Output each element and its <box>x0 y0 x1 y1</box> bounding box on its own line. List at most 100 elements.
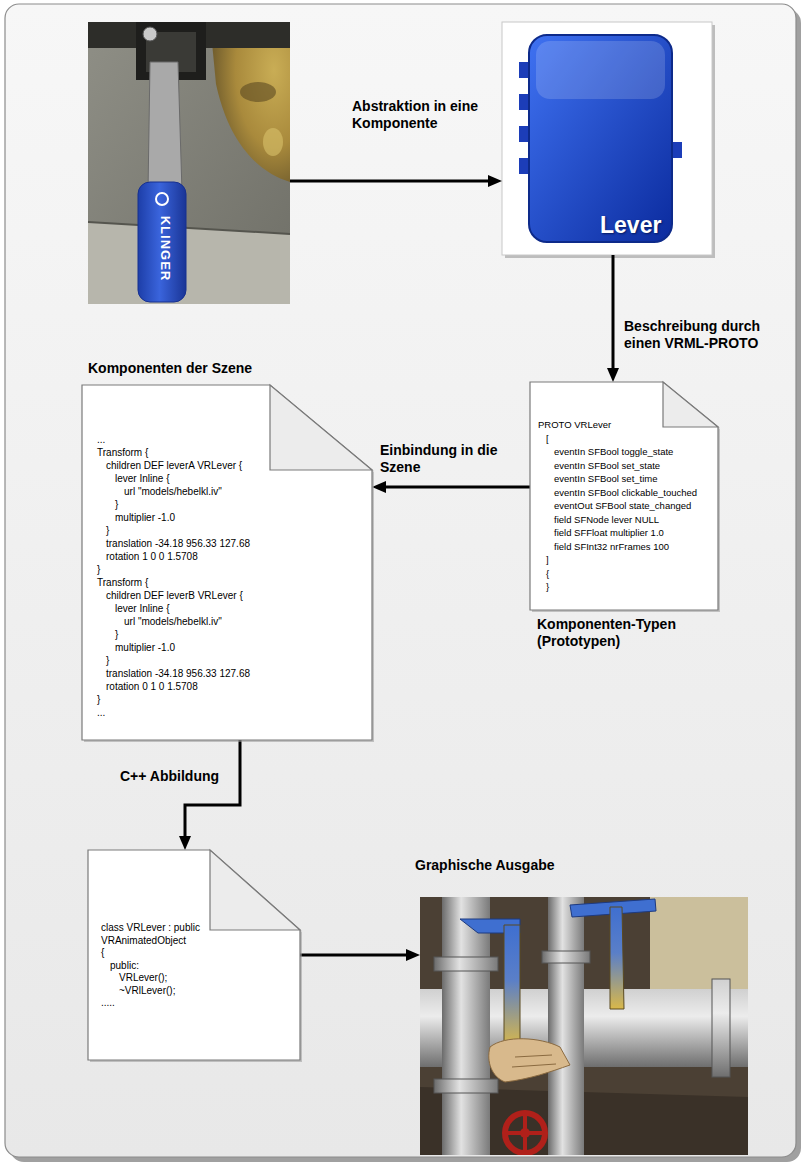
code-line: eventIn SFBool set_time <box>554 472 658 486</box>
label-holder: Abstraktion in eine Komponente <box>352 98 507 132</box>
component-box: Lever <box>502 22 712 255</box>
card <box>502 22 712 255</box>
pipe-vertical <box>548 897 584 1155</box>
pipe-flange <box>542 951 590 963</box>
code-line: rotation 1 0 0 1.5708 <box>106 550 198 563</box>
code-line: [ <box>546 432 549 446</box>
document-outline <box>88 850 300 1060</box>
edge-label: Abstraktion in eine Komponente <box>352 98 507 132</box>
hand-fingers <box>512 1055 556 1067</box>
code-line: rotation 0 1 0 1.5708 <box>106 680 198 693</box>
code-line: field SFNode lever NULL <box>554 513 659 527</box>
code-line: url "models/hebelkl.iv" <box>124 485 222 498</box>
component-name: Lever <box>600 212 661 238</box>
document-fold <box>210 850 300 930</box>
code-line: children DEF leverA VRLever { <box>106 459 242 472</box>
code-line: lever Inline { <box>115 472 169 485</box>
code-line: multiplier -1.0 <box>115 641 175 654</box>
flow-arrow <box>380 486 530 489</box>
code-line: eventOut SFBool state_changed <box>554 499 691 513</box>
lever-bar <box>504 925 520 1047</box>
code-line: ] <box>546 553 549 567</box>
photo-plate <box>88 222 290 304</box>
flow-arrow <box>185 740 240 842</box>
code-line: eventIn SFBool toggle_state <box>554 445 673 459</box>
render-illustration <box>420 897 748 1155</box>
document-page <box>88 850 300 1060</box>
valve-wheel <box>505 1113 545 1153</box>
code-line: PROTO VRLever <box>538 418 611 432</box>
pipe-flange <box>712 979 730 1077</box>
photo-lever-bar <box>148 62 182 192</box>
code-line: } <box>546 580 549 594</box>
code-line: { <box>101 947 104 960</box>
pipe-vertical <box>442 897 490 1155</box>
code-line: ... <box>97 433 105 446</box>
render-frame: Graphische Ausgabe <box>420 897 748 1155</box>
document-box: PROTO VRLever[ eventIn SFBool toggle_stat… <box>530 382 718 610</box>
code-line: ~VRlLever(); <box>119 985 175 998</box>
valve-spokes <box>505 1113 545 1153</box>
document-fold <box>270 385 372 470</box>
code-line: Transform { <box>97 446 148 459</box>
section-heading: Komponenten-Typen (Prototypen) <box>537 616 697 650</box>
photo-frame: KLINGER <box>88 22 290 304</box>
flow-arrow <box>300 954 412 957</box>
photo-logo <box>156 193 168 205</box>
edge-label: Beschreibung durch einen VRML-PROTO <box>624 318 789 352</box>
document-page <box>82 385 372 740</box>
photo-lever-handle <box>138 182 186 302</box>
valve-hub <box>520 1128 530 1138</box>
code-line: VRLever(); <box>119 972 167 985</box>
code-line: ..... <box>101 997 115 1010</box>
photo-seam <box>88 222 290 234</box>
virtual-hand <box>489 1039 570 1082</box>
document-page <box>530 382 718 610</box>
code-line: lever Inline { <box>115 602 169 615</box>
code-line: ... <box>97 706 105 719</box>
code-line: } <box>97 693 100 706</box>
code-line: translation -34.18 956.33 127.68 <box>106 667 250 680</box>
render-wall <box>650 897 748 992</box>
code-line: { <box>546 567 549 581</box>
code-line: class VRLever : public VRAnimatedObject <box>101 922 241 947</box>
label-holder: Einbindung in die Szene <box>380 442 520 476</box>
code-line: translation -34.18 956.33 127.68 <box>106 537 250 550</box>
component-highlight <box>536 41 665 99</box>
brand-label: KLINGER <box>157 216 172 282</box>
section-heading: Komponenten der Szene <box>88 360 252 377</box>
photo-rust-spot <box>240 82 276 102</box>
code-line: } <box>115 498 118 511</box>
flow-arrow <box>290 180 494 183</box>
code-line: } <box>115 628 118 641</box>
pipe-flange <box>434 1079 498 1093</box>
photo-rust-spot <box>263 128 283 156</box>
edge-label: Einbindung in die Szene <box>380 442 520 476</box>
code-line: Transform { <box>97 576 148 589</box>
code-line: url "models/hebelkl.iv" <box>124 615 222 628</box>
render-ground <box>420 897 748 1155</box>
photo-bolt <box>143 27 157 41</box>
section-heading: Graphische Ausgabe <box>415 857 555 874</box>
document-box: class VRLever : public VRAnimatedObject{… <box>88 850 300 1060</box>
edge-label: C++ Abbildung <box>120 768 235 785</box>
document-fold <box>663 382 718 427</box>
code-line: eventIn SFBool set_state <box>554 459 660 473</box>
lever-photo <box>88 22 290 304</box>
label-holder: C++ Abbildung <box>120 768 235 785</box>
pipe-flange <box>434 957 498 971</box>
code-line: } <box>106 524 109 537</box>
panel <box>5 4 796 1157</box>
photo-ground <box>88 22 290 304</box>
flow-arrow <box>612 255 615 374</box>
code-line: public: <box>110 960 139 973</box>
code-line: field SFInt32 nrFrames 100 <box>554 540 669 554</box>
code-line: } <box>97 563 100 576</box>
code-line: field SFFloat multiplier 1.0 <box>554 526 664 540</box>
code-line: children DEF leverB VRLever { <box>106 589 243 602</box>
document-box: Komponenten der Szene...Transform {child… <box>82 385 372 740</box>
code-line: eventIn SFBool clickable_touched <box>554 486 697 500</box>
label-holder: Beschreibung durch einen VRML-PROTO <box>624 318 789 352</box>
code-line: } <box>106 654 109 667</box>
lever-bar <box>610 907 624 1009</box>
